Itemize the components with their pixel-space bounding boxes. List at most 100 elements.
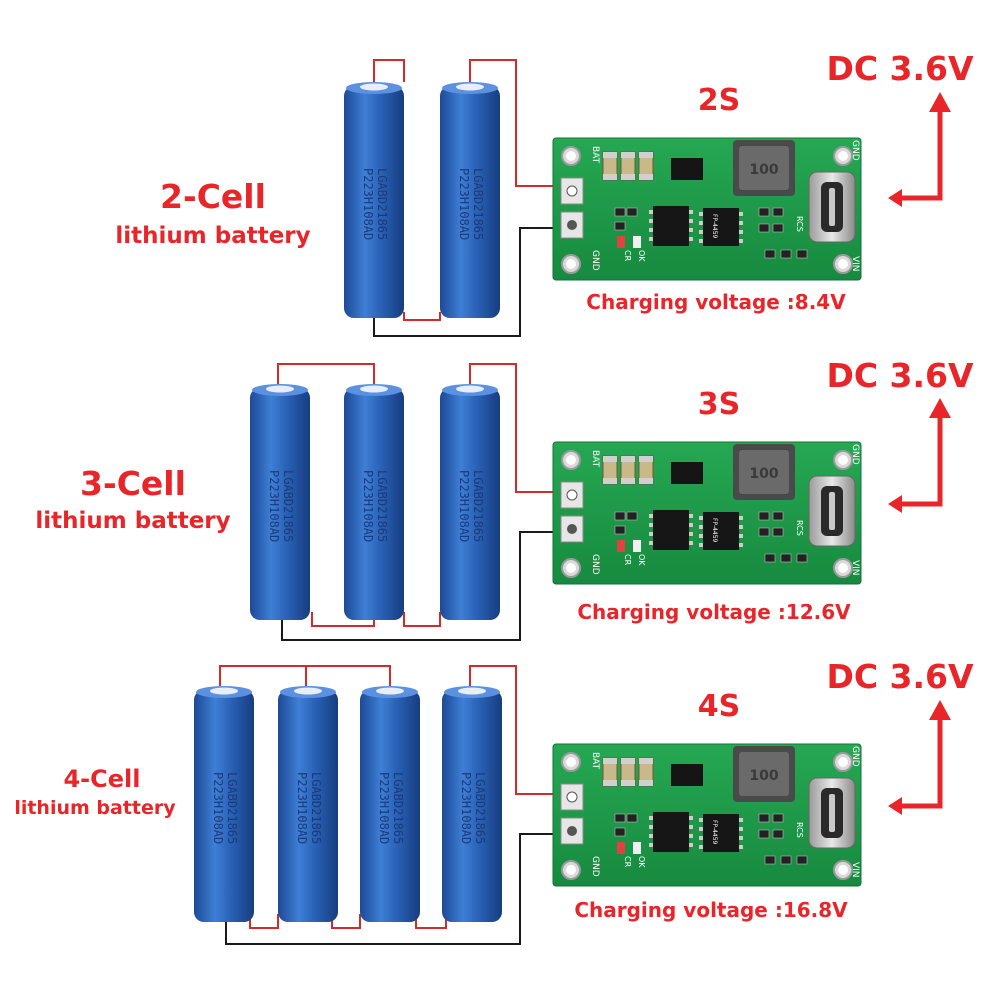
ic-pin bbox=[739, 845, 743, 849]
wiring-2s bbox=[373, 59, 560, 337]
smd-resistor bbox=[626, 511, 638, 521]
series-link-wire bbox=[219, 665, 307, 686]
rcs-silkscreen: RCS bbox=[795, 216, 804, 232]
ic-pin bbox=[649, 532, 653, 536]
capacitor-cap bbox=[603, 780, 617, 786]
pad-hole bbox=[566, 791, 578, 803]
smd-resistor bbox=[758, 207, 770, 217]
ic-pin bbox=[649, 541, 653, 545]
capacitor-cap bbox=[639, 780, 653, 786]
battery-4s-3: LGABD21865 P223H108AD bbox=[360, 686, 420, 922]
boost-ic bbox=[703, 208, 739, 246]
ic-pin bbox=[699, 525, 703, 529]
smd-resistor bbox=[614, 827, 626, 837]
ic-pin bbox=[699, 543, 703, 547]
input-voltage-label: DC 3.6V bbox=[826, 49, 974, 88]
ic-pin bbox=[739, 836, 743, 840]
mounting-hole-center bbox=[838, 259, 848, 269]
battery-model-text: LGABD21865 bbox=[375, 470, 389, 542]
smd-resistor bbox=[758, 527, 770, 537]
mounting-hole-center bbox=[838, 563, 848, 573]
ic-pin bbox=[699, 516, 703, 520]
battery-model-text: LGABD21865 bbox=[281, 470, 295, 542]
pad-hole bbox=[567, 524, 577, 534]
smd-resistor bbox=[772, 813, 784, 823]
ic-pin bbox=[649, 825, 653, 829]
pad-hole bbox=[566, 489, 578, 501]
battery-batch-text: P223H108AD bbox=[211, 772, 225, 844]
ic-pin bbox=[739, 212, 743, 216]
smd-resistor bbox=[614, 525, 626, 535]
ic-pin bbox=[689, 834, 693, 838]
capacitor-cap bbox=[639, 456, 653, 462]
led-ok bbox=[633, 540, 641, 552]
series-config-label: 2S bbox=[698, 83, 740, 118]
inductor-face bbox=[739, 450, 789, 494]
ic-pin bbox=[649, 514, 653, 518]
ic-pin bbox=[699, 818, 703, 822]
cr-silkscreen: CR bbox=[623, 856, 632, 868]
inductor-marking: 100 bbox=[749, 768, 778, 784]
battery-4s-1: LGABD21865 P223H108AD bbox=[194, 686, 254, 922]
bat-negative-wire bbox=[225, 833, 560, 945]
battery-batch-text: P223H108AD bbox=[377, 772, 391, 844]
led-ok bbox=[633, 236, 641, 248]
charge-controller-ic bbox=[653, 812, 689, 852]
battery-batch-text: P223H108AD bbox=[459, 772, 473, 844]
ic-pin bbox=[739, 818, 743, 822]
capacitor-cap bbox=[639, 758, 653, 764]
bat-negative-wire bbox=[373, 227, 560, 337]
ic-pin bbox=[649, 843, 653, 847]
battery-batch-text: P223H108AD bbox=[361, 168, 375, 240]
battery-batch-text: P223H108AD bbox=[457, 470, 471, 542]
pad-hole bbox=[567, 220, 577, 230]
input-voltage-label: DC 3.6V bbox=[826, 356, 974, 395]
charging-voltage-label: Charging voltage :8.4V bbox=[586, 290, 846, 314]
capacitor-cap bbox=[621, 456, 635, 462]
ic-pin bbox=[699, 827, 703, 831]
cell-count-title: 4-Cell bbox=[63, 765, 140, 793]
smd-resistor bbox=[772, 207, 784, 217]
section-2s: LGABD21865 P223H108AD LGABD21865 P223H10… bbox=[115, 49, 974, 337]
ic-pin bbox=[739, 230, 743, 234]
mounting-hole-center bbox=[566, 865, 576, 875]
bat-positive-wire bbox=[469, 59, 560, 187]
gnd-silkscreen: GND bbox=[850, 746, 860, 767]
ic-pin bbox=[739, 516, 743, 520]
ic-marking: FP-4459 bbox=[711, 820, 718, 845]
bat-silkscreen: BAT bbox=[590, 450, 600, 468]
smd-resistor bbox=[780, 249, 792, 259]
charging-voltage-label: Charging voltage :16.8V bbox=[574, 898, 848, 922]
smd-resistor bbox=[796, 553, 808, 563]
ic-pin bbox=[649, 228, 653, 232]
smd-resistor bbox=[614, 813, 626, 823]
battery-batch-text: P223H108AD bbox=[457, 168, 471, 240]
ic-pin bbox=[699, 212, 703, 216]
ok-silkscreen: OK bbox=[637, 856, 646, 868]
capacitor-cap bbox=[621, 174, 635, 180]
cell-type-subtitle: lithium battery bbox=[35, 508, 230, 534]
ic-pin bbox=[689, 219, 693, 223]
ic-pin bbox=[699, 836, 703, 840]
smd-resistor bbox=[780, 855, 792, 865]
mounting-hole-center bbox=[566, 757, 576, 767]
battery-3s-2: LGABD21865 P223H108AD bbox=[344, 384, 404, 620]
smd-resistor bbox=[796, 249, 808, 259]
cell-type-subtitle: lithium battery bbox=[115, 223, 310, 249]
rcs-silkscreen: RCS bbox=[795, 520, 804, 536]
bat-silkscreen: BAT bbox=[590, 146, 600, 164]
ic-pin bbox=[739, 827, 743, 831]
mounting-hole-center bbox=[838, 151, 848, 161]
series-link-wire bbox=[403, 612, 441, 627]
mounting-hole-center bbox=[566, 259, 576, 269]
ic-pin bbox=[689, 237, 693, 241]
series-link-wire bbox=[277, 363, 375, 384]
series-config-label: 3S bbox=[698, 387, 740, 422]
smd-resistor bbox=[758, 829, 770, 839]
usb-c-tongue bbox=[829, 188, 835, 226]
schottky-diode bbox=[671, 764, 703, 786]
gnd-silkscreen: GND bbox=[590, 856, 600, 877]
